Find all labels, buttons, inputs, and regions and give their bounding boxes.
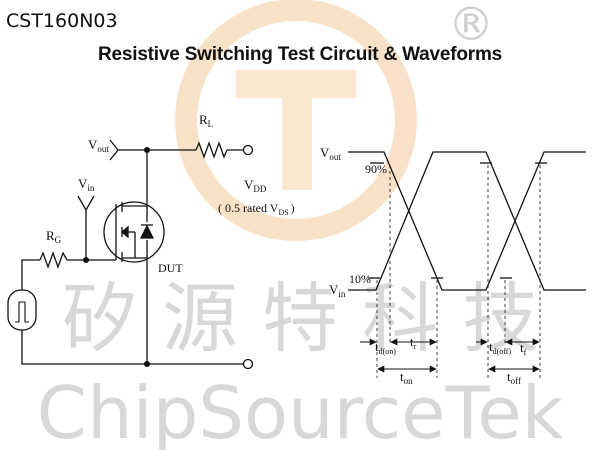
tr-label: tr [410,334,417,351]
pct10-label: 10% [349,272,371,286]
vin-terminal-chevron [77,195,95,212]
vdd-label: VDD [244,177,267,194]
td-on-label: td(on) [375,339,396,356]
wave-vout-label: Vout [320,145,341,162]
toff-label: toff [507,369,521,386]
rg-label: RG [46,228,62,245]
ground-terminal [242,358,254,370]
vout-terminal-chevron [109,139,119,161]
timing-guides [376,165,541,378]
ton-label: ton [400,369,413,386]
timing-arrows [360,338,540,373]
watermark-brand: ChipSourceTek [37,371,564,450]
vout-waveform [348,151,586,291]
tf-label: tf [520,340,527,357]
rl-resistor [195,141,228,159]
vdd-terminal [242,144,254,156]
rg-resistor [39,251,68,269]
vin-waveform [348,151,586,291]
waveform-labels: Vout Vin 90% 10% td(on) tr ton td(off) t… [320,145,527,386]
switching-waveforms [348,151,586,291]
vdd-note: ( 0.5 rated VDS) [218,201,295,217]
wave-vin-label: Vin [329,282,346,299]
registered-mark: ® [448,0,494,51]
vin-label: Vin [78,176,95,193]
pulse-generator [7,289,37,331]
pct90-label: 90% [365,162,387,176]
watermark-logo [175,0,417,241]
rl-label: RL [199,112,213,129]
diagram-title: Resistive Switching Test Circuit & Wavef… [97,44,503,65]
watermark-chinese: 矽 源 特 科 技 [62,274,539,363]
dut-label: DUT [158,261,183,275]
test-circuit [7,139,254,370]
circuit-labels: Vout RL VDD ( 0.5 rated VDS) Vin RG DUT [46,112,295,275]
part-number: CST160N03 [6,10,118,32]
vout-label: Vout [88,137,109,154]
td-off-label: td(off) [489,339,511,356]
mosfet-dut [103,201,165,263]
